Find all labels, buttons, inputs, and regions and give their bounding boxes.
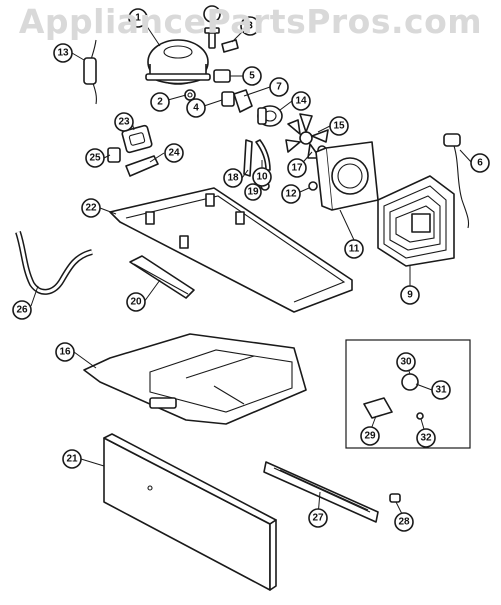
callout-7: 7	[269, 77, 289, 97]
svg-text:15: 15	[333, 121, 345, 132]
callout-14: 14	[291, 91, 311, 111]
svg-text:30: 30	[400, 357, 412, 368]
callout-1: 1	[128, 8, 148, 28]
svg-text:22: 22	[85, 203, 97, 214]
callout-11: 11	[344, 239, 364, 259]
svg-text:10: 10	[256, 172, 268, 183]
callout-13: 13	[53, 43, 73, 63]
callout-25: 25	[85, 148, 105, 168]
part-21-front-panel	[103, 433, 277, 591]
part-15-fan-blade	[285, 113, 329, 159]
inset-box	[345, 339, 471, 449]
callout-23: 23	[114, 112, 134, 132]
callout-26: 26	[12, 300, 32, 320]
part-18-bracket	[243, 139, 253, 177]
svg-text:21: 21	[66, 454, 78, 465]
callout-32: 32	[416, 428, 436, 448]
svg-text:20: 20	[130, 297, 142, 308]
svg-text:12: 12	[285, 189, 297, 200]
svg-text:7: 7	[276, 82, 282, 93]
part-28-clip	[389, 493, 401, 503]
part-26-drain-hose	[15, 231, 93, 295]
part-25-bracket	[107, 147, 121, 163]
part-22-base-pan	[109, 187, 353, 313]
part-2-grommet	[184, 89, 196, 101]
part-10-bracket	[255, 139, 271, 171]
svg-text:16: 16	[59, 347, 71, 358]
callout-8: 8	[203, 5, 221, 23]
svg-text:11: 11	[349, 244, 360, 255]
svg-text:13: 13	[57, 48, 69, 59]
svg-text:25: 25	[89, 153, 101, 164]
callout-9: 9	[400, 285, 420, 305]
svg-text:23: 23	[118, 117, 130, 128]
part-16-drain-pan	[83, 333, 307, 425]
svg-text:26: 26	[16, 305, 28, 316]
callout-30: 30	[396, 352, 416, 372]
callout-24: 24	[164, 143, 184, 163]
callout-3: 3	[240, 16, 260, 36]
callout-31: 31	[431, 380, 451, 400]
part-20-channel	[129, 255, 195, 299]
svg-text:14: 14	[295, 96, 307, 107]
svg-text:5: 5	[249, 71, 255, 82]
svg-text:9: 9	[407, 290, 413, 301]
callout-5: 5	[242, 66, 262, 86]
svg-text:29: 29	[364, 431, 376, 442]
part-9-condenser	[377, 175, 455, 267]
callout-15: 15	[329, 116, 349, 136]
svg-text:19: 19	[247, 187, 259, 198]
callout-10: 10	[252, 167, 272, 187]
part-12-screw	[308, 181, 318, 191]
part-23-thermostat	[121, 124, 153, 154]
svg-text:18: 18	[227, 173, 239, 184]
part-24-terminal	[125, 155, 159, 177]
svg-text:17: 17	[291, 163, 303, 174]
callout-20: 20	[126, 292, 146, 312]
callout-12: 12	[281, 184, 301, 204]
svg-text:3: 3	[247, 21, 253, 32]
callouts: 1 2 3 4 5 6 7 8 9 10 11 12 13 14 15 16 1…	[12, 5, 490, 532]
callout-6: 6	[470, 153, 490, 173]
callout-2: 2	[150, 92, 170, 112]
callout-22: 22	[81, 198, 101, 218]
callout-29: 29	[360, 426, 380, 446]
svg-text:8: 8	[209, 9, 215, 20]
part-11-fan-shroud	[315, 141, 379, 211]
part-27-grille	[263, 461, 379, 523]
part-5-relay	[213, 69, 231, 83]
part-3-clip	[221, 39, 239, 53]
part-6-harness	[443, 133, 470, 229]
callout-21: 21	[62, 449, 82, 469]
callout-16: 16	[55, 342, 75, 362]
part-4-overload	[221, 91, 235, 107]
svg-text:2: 2	[157, 97, 163, 108]
svg-text:24: 24	[168, 148, 180, 159]
callout-19: 19	[244, 183, 262, 201]
svg-text:6: 6	[477, 158, 483, 169]
svg-text:1: 1	[135, 13, 141, 24]
callout-17: 17	[287, 158, 307, 178]
part-7-cover	[233, 89, 253, 113]
svg-text:27: 27	[312, 513, 324, 524]
part-13-wire-harness	[83, 39, 97, 105]
callout-28: 28	[394, 512, 414, 532]
svg-text:32: 32	[420, 433, 432, 444]
callout-18: 18	[223, 168, 243, 188]
callout-4: 4	[186, 98, 206, 118]
part-1-compressor	[145, 39, 211, 85]
svg-text:28: 28	[398, 517, 410, 528]
callout-27: 27	[308, 508, 328, 528]
watermark: AppliancePartsPros.com	[18, 2, 483, 41]
svg-text:4: 4	[193, 103, 199, 114]
part-14-fan-motor	[257, 105, 283, 127]
svg-text:31: 31	[435, 385, 447, 396]
